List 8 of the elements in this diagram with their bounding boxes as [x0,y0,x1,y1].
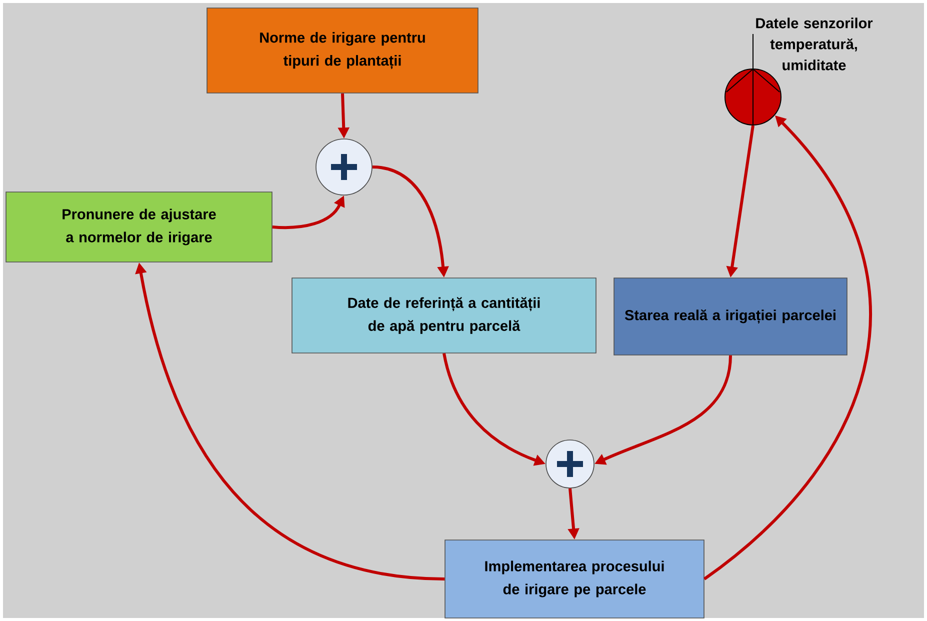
process-box: Implementarea procesului de irigare pe parcele [444,540,704,618]
process-box: Date de referință a cantității de apă pentru parcelă [292,278,596,354]
process-box: Starea reală a irigației parcelei [614,278,848,356]
sensor-label: Datele senzorilor temperatură, umiditate [756,18,873,70]
process-box: Norme de irigare pentru tipuri de plantații [206,8,478,94]
plus-circle [316,138,372,196]
plus-circle [546,440,594,488]
process-box: Pronunere de ajustare a normelor de irigare [6,192,272,262]
